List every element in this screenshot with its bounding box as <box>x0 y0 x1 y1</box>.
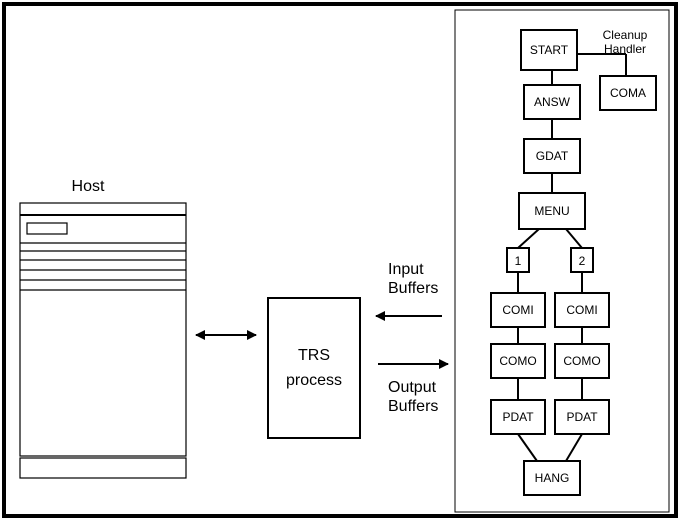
flow-gdat-label: GDAT <box>536 149 569 163</box>
flow-box-hang <box>523 460 581 496</box>
flow-option-2-label: 2 <box>579 254 586 268</box>
trs-process-box <box>267 297 361 439</box>
trs-label-line2: process <box>286 372 342 389</box>
output-buffers-label-line1: Output <box>388 379 437 396</box>
flow-box-answ <box>523 84 581 120</box>
flow-box-comi-left <box>490 292 546 328</box>
flow-menu-label: MENU <box>534 204 569 218</box>
flow-box-option-2 <box>570 247 594 273</box>
flow-pdat-left-label: PDAT <box>502 410 534 424</box>
flow-pdat-right-label: PDAT <box>566 410 598 424</box>
host-computer <box>19 202 187 479</box>
flow-option-1-label: 1 <box>515 254 522 268</box>
flow-box-pdat-left <box>490 399 546 435</box>
flow-box-como-left <box>490 343 546 379</box>
host-drive-slot <box>26 222 68 235</box>
flow-comi-right-label: COMI <box>566 303 597 317</box>
input-buffers-label-line2: Buffers <box>388 280 438 297</box>
flow-start-label: START <box>530 43 569 57</box>
output-buffers-label-line2: Buffers <box>388 398 438 415</box>
flow-box-comi-right <box>554 292 610 328</box>
input-buffers-label-line1: Input <box>388 261 424 278</box>
cleanup-handler-label-line1: Cleanup <box>603 28 648 42</box>
flow-coma-label: COMA <box>610 86 646 100</box>
flow-comi-left-label: COMI <box>502 303 533 317</box>
flow-hang-label: HANG <box>535 471 570 485</box>
flow-como-left-label: COMO <box>499 354 536 368</box>
host-label: Host <box>72 178 105 195</box>
host-base <box>19 457 187 479</box>
flow-box-como-right <box>554 343 610 379</box>
flow-como-right-label: COMO <box>563 354 600 368</box>
flow-connectors <box>517 53 627 462</box>
trs-label-line1: TRS <box>298 347 330 364</box>
flow-answ-label: ANSW <box>534 95 571 109</box>
flow-box-coma <box>599 75 657 111</box>
flow-box-pdat-right <box>554 399 610 435</box>
flow-box-option-1 <box>506 247 530 273</box>
flow-box-start <box>520 29 578 71</box>
cleanup-handler-label-line2: Handler <box>604 42 646 56</box>
flow-box-gdat <box>523 138 581 174</box>
flow-box-menu <box>518 192 586 230</box>
